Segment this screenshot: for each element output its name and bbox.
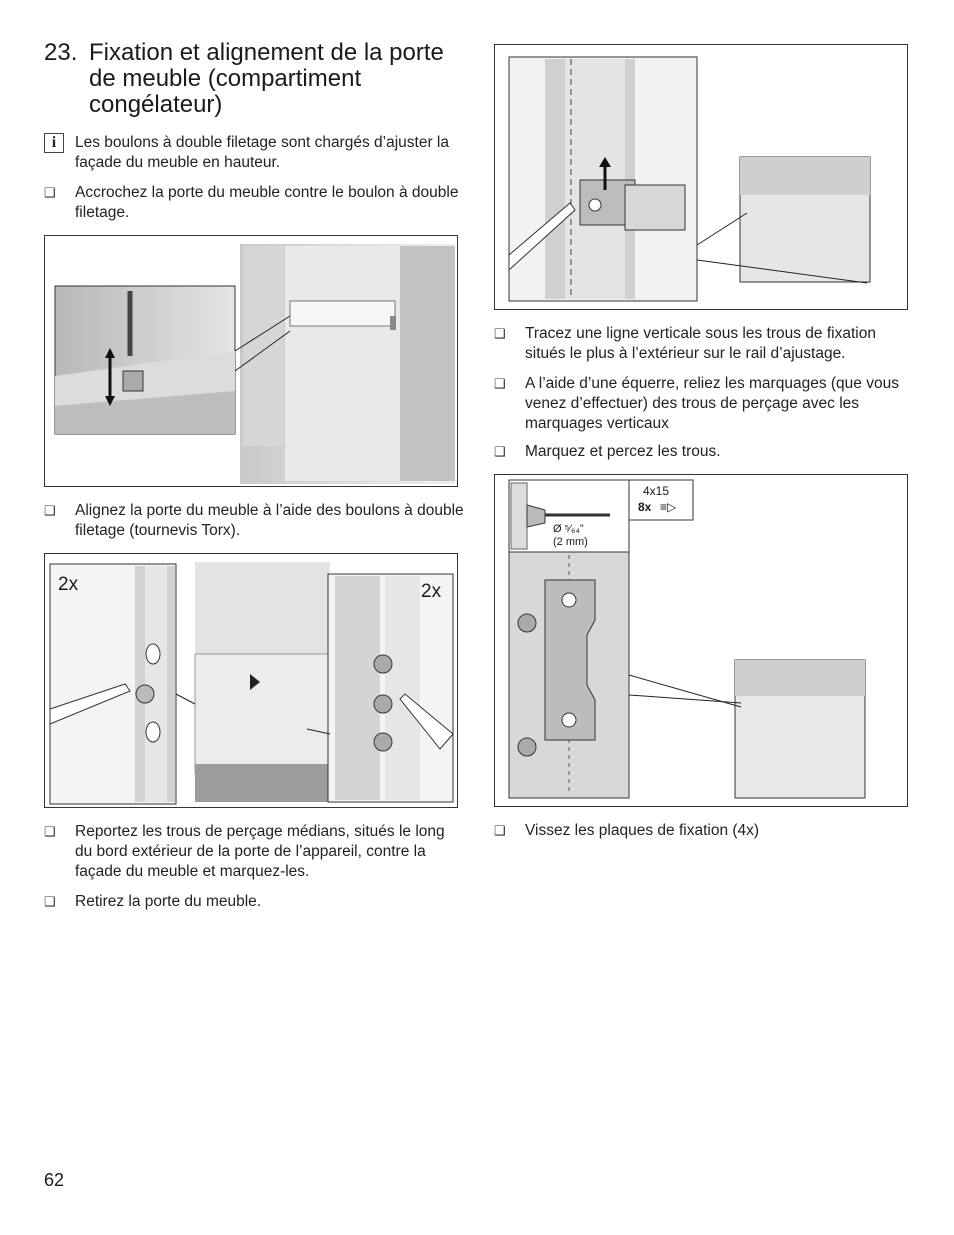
screw-icon: ≡▷	[660, 500, 677, 514]
list-item: ❑ Accrochez la porte du meuble contre le…	[44, 183, 464, 223]
list-item: ❑ Marquez et percez les trous.	[494, 442, 908, 462]
figure-align-door-illustration	[49, 562, 454, 805]
page-number: 62	[44, 1170, 65, 1190]
list-item: ❑ Vissez les plaques de fixation (4x)	[494, 821, 908, 841]
section-heading: 23. Fixation et alignement de la porte d…	[44, 40, 474, 118]
step-text: Marquez et percez les trous.	[525, 443, 721, 460]
step-text: A l’aide d’une équerre, reliez les marqu…	[525, 375, 899, 432]
checkbox-bullet-icon: ❑	[44, 503, 56, 518]
list-item: ❑ Reportez les trous de perçage médians,…	[44, 822, 464, 882]
figure-hang-door	[44, 235, 458, 487]
checkbox-bullet-icon: ❑	[494, 376, 506, 391]
step-text: Accrochez la porte du meuble contre le b…	[75, 184, 459, 221]
info-icon: i	[44, 133, 64, 153]
figure-adjustment-rail-illustration	[508, 56, 871, 302]
figure-right-count-label: 2x	[421, 581, 442, 602]
drill-mm-label: (2 mm)	[553, 536, 588, 548]
screw-size-label: 4x15	[643, 484, 670, 498]
list-item: ❑ Tracez une ligne verticale sous les tr…	[494, 324, 908, 364]
step-text: Alignez la porte du meuble à l’aide des …	[75, 502, 464, 539]
info-note: i Les boulons à double filetage sont cha…	[44, 133, 464, 173]
checkbox-bullet-icon: ❑	[44, 894, 56, 909]
figure-adjustment-rail	[494, 44, 908, 310]
checkbox-bullet-icon: ❑	[494, 823, 506, 838]
step-text: Tracez une ligne verticale sous les trou…	[525, 325, 876, 362]
checkbox-bullet-icon: ❑	[44, 824, 56, 839]
section-number: 23.	[44, 39, 78, 66]
checkbox-bullet-icon: ❑	[494, 326, 506, 341]
checkbox-bullet-icon: ❑	[44, 185, 56, 200]
drill-diameter-label: Ø ⁵⁄₆₄”	[553, 523, 584, 535]
step-text: Retirez la porte du meuble.	[75, 893, 262, 910]
list-item: ❑ A l’aide d’une équerre, reliez les mar…	[494, 374, 908, 434]
step-text: Reportez les trous de perçage médians, s…	[75, 823, 445, 880]
figure-drill-holes: 4x15 8x ≡▷ Ø ⁵⁄₆₄” (2 mm)	[494, 474, 908, 807]
checkbox-bullet-icon: ❑	[494, 444, 506, 459]
figure-left-count-label: 2x	[58, 574, 79, 595]
section-title: Fixation et alignement de la porte de me…	[89, 39, 444, 118]
list-item: ❑ Alignez la porte du meuble à l’aide de…	[44, 501, 464, 541]
figure-drill-holes-illustration	[508, 479, 866, 799]
screw-count-label: 8x	[638, 500, 652, 514]
step-text: Vissez les plaques de fixation (4x)	[525, 822, 760, 839]
figure-align-door: 2x 2x	[44, 553, 458, 808]
figure-hang-door-illustration	[54, 244, 455, 484]
info-text: Les boulons à double filetage sont charg…	[75, 134, 449, 171]
list-item: ❑ Retirez la porte du meuble.	[44, 892, 464, 912]
